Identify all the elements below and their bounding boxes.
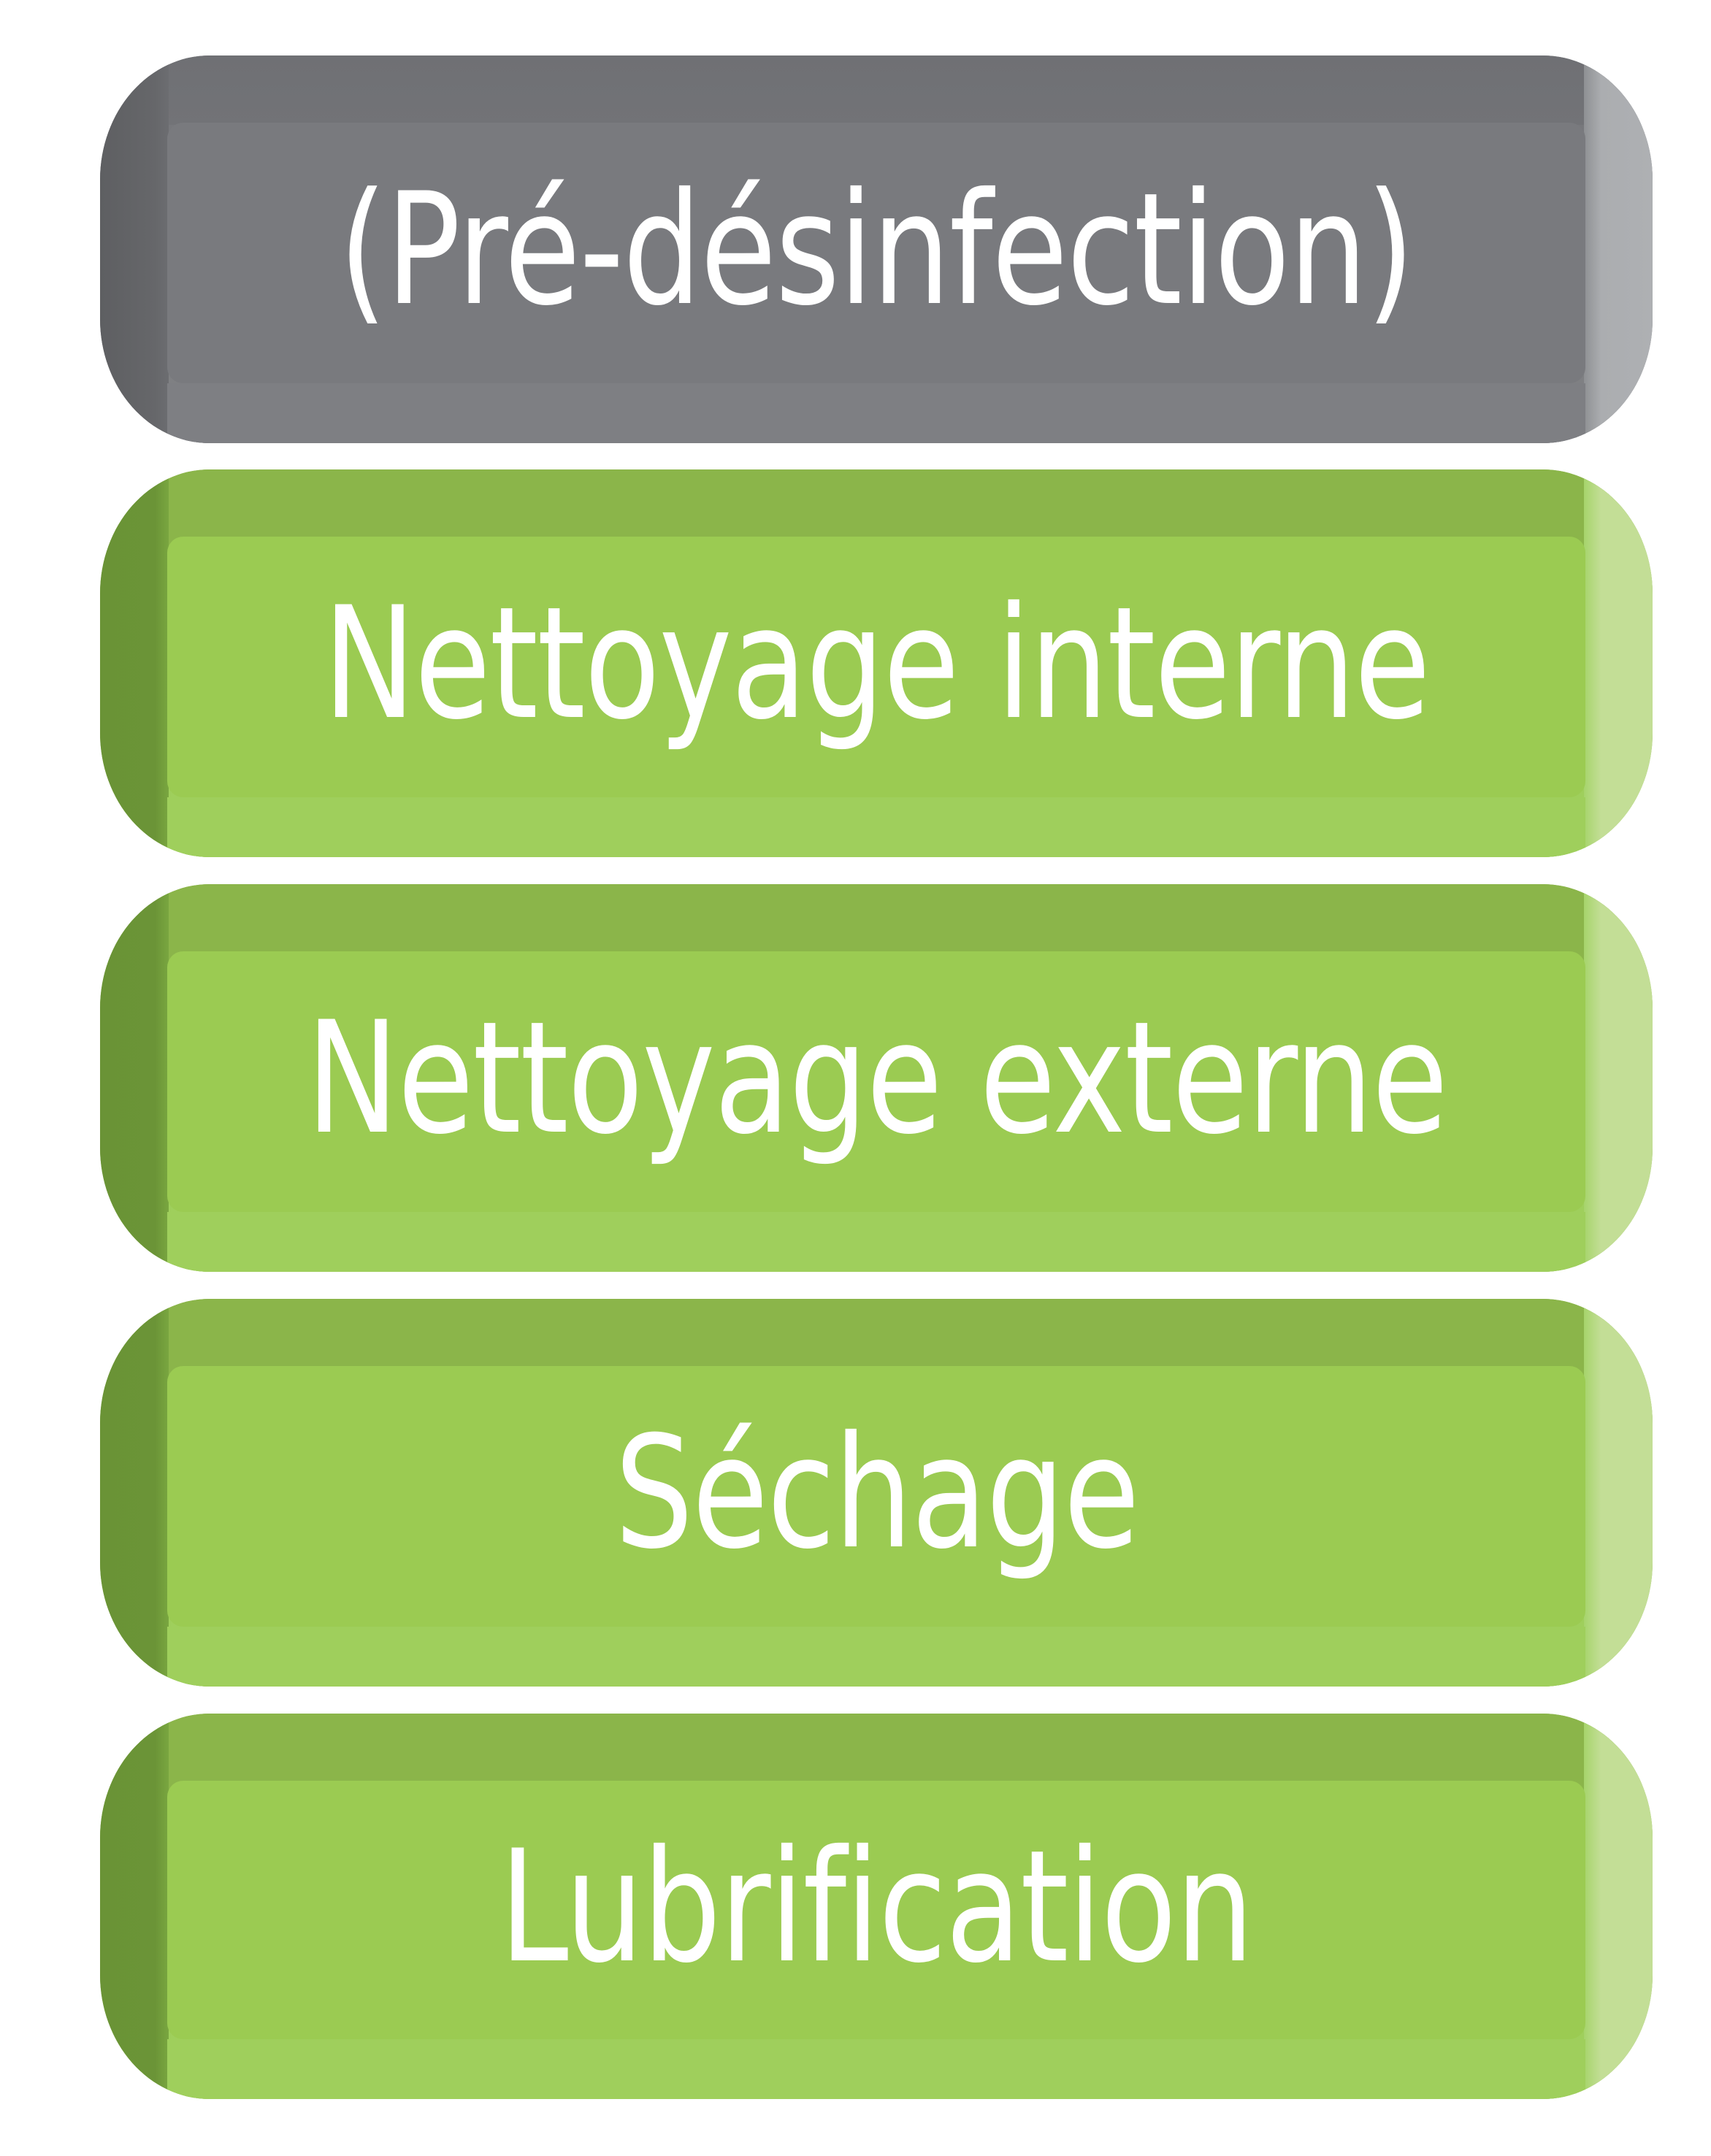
bevel-left [100, 1714, 169, 2099]
bevel-left [100, 884, 169, 1272]
panel-face-bottom [167, 2039, 1585, 2099]
step-label: Nettoyage interne [100, 469, 1653, 857]
panel-face-bottom [167, 797, 1585, 857]
bevel-right [1584, 1299, 1653, 1687]
panel-face [167, 123, 1585, 383]
step-lubrication: Lubrification [100, 1714, 1653, 2099]
step-label: (Pré-désinfection) [100, 55, 1653, 443]
bevel-right [1584, 469, 1653, 857]
step-pre-disinfection: (Pré-désinfection) [100, 55, 1653, 443]
panel-face-bottom [167, 1627, 1585, 1687]
bevel-right [1584, 884, 1653, 1272]
step-drying: Séchage [100, 1299, 1653, 1687]
step-label-text: Nettoyage externe [305, 988, 1448, 1168]
panel-face-bottom [167, 383, 1585, 443]
step-label-text: Nettoyage interne [323, 573, 1431, 753]
bevel-top [100, 55, 1653, 125]
step-label: Lubrification [100, 1714, 1653, 2099]
step-internal-cleaning: Nettoyage interne [100, 469, 1653, 857]
panel-face-bottom [167, 1212, 1585, 1272]
step-external-cleaning: Nettoyage externe [100, 884, 1653, 1272]
bevel-top [100, 1714, 1653, 1783]
bevel-top [100, 884, 1653, 954]
bevel-top [100, 469, 1653, 539]
bevel-left [100, 469, 169, 857]
step-label-text: (Pré-désinfection) [339, 159, 1415, 339]
step-label-text: Lubrification [499, 1816, 1254, 1997]
panel-face [167, 951, 1585, 1212]
panel-face [167, 1781, 1585, 2039]
step-label-text: Séchage [614, 1403, 1139, 1583]
step-label: Séchage [100, 1299, 1653, 1687]
step-label: Nettoyage externe [100, 884, 1653, 1272]
panel-face [167, 1366, 1585, 1627]
bevel-right [1584, 1714, 1653, 2099]
panel-face [167, 537, 1585, 797]
bevel-left [100, 55, 169, 443]
bevel-left [100, 1299, 169, 1687]
bevel-right [1584, 55, 1653, 443]
bevel-top [100, 1299, 1653, 1368]
